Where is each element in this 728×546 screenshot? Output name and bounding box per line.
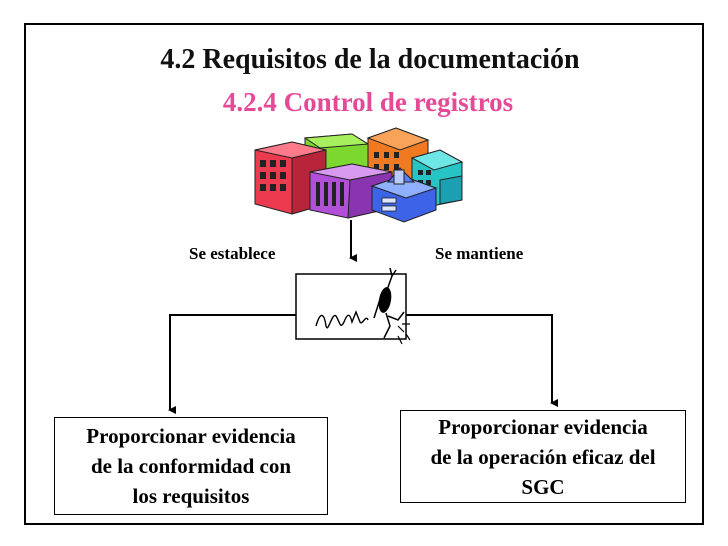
office-buildings-icon xyxy=(254,127,464,223)
effective-operation-evidence-box: Proporcionar evidencia de la operación e… xyxy=(400,410,686,503)
right-branch-arrow xyxy=(406,314,558,407)
box-line: de la conformidad con xyxy=(90,454,292,478)
slide-title: 4.2 Requisitos de la documentación xyxy=(160,44,580,75)
maintained-label: Se mantiene xyxy=(435,244,524,263)
left-branch-arrow xyxy=(168,314,296,414)
box-line: Proporcionar evidencia xyxy=(438,414,648,439)
slide-frame xyxy=(24,23,704,525)
slide-subtitle: 4.2.4 Control de registros xyxy=(222,87,514,117)
box-line: SGC xyxy=(521,474,565,499)
box-line: Proporcionar evidencia xyxy=(86,424,296,448)
box-line: los requisitos xyxy=(132,484,250,508)
stick-figure-icon xyxy=(373,267,411,345)
established-label: Se establece xyxy=(189,244,276,263)
conformity-evidence-box: Proporcionar evidencia de la conformidad… xyxy=(54,417,328,515)
box-line: de la operación eficaz del xyxy=(430,444,656,469)
